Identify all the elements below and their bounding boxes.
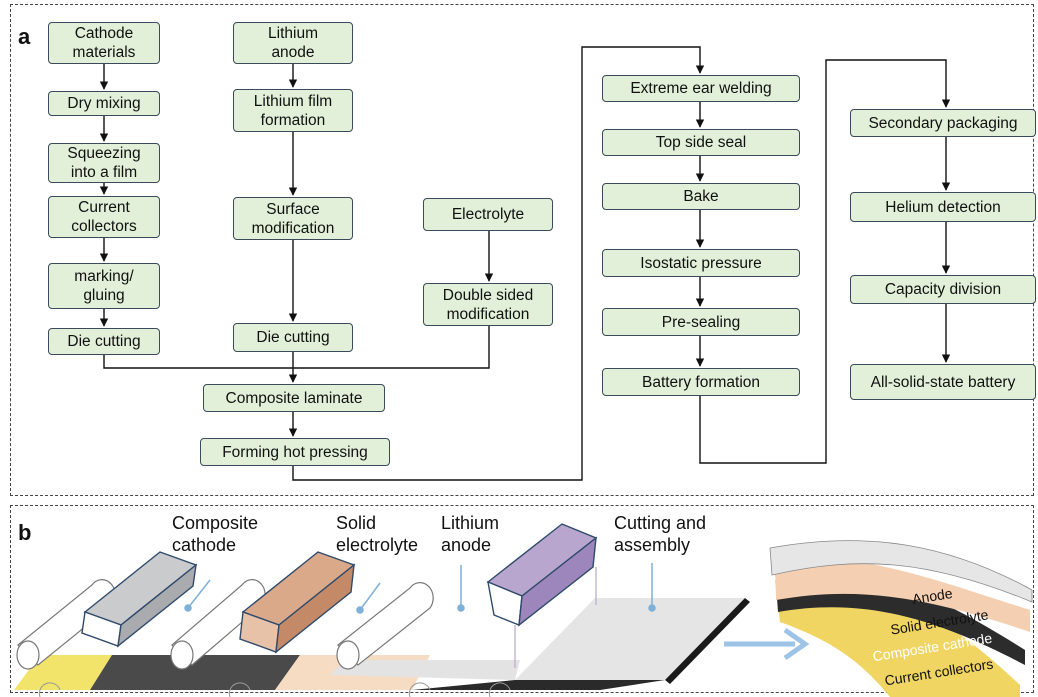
step-die-cutting-1: Die cutting [48,328,160,355]
step-forming-hot-pressing: Forming hot pressing [200,438,390,466]
step-label: Lithium anode [268,25,318,61]
step-label: Electrolyte [451,206,525,223]
step-label: Bake [683,188,719,205]
step-lithium-film: Lithium film formation [233,89,353,132]
step-label: Helium detection [885,198,1001,216]
step-label: Die cutting [67,333,141,350]
label-solid-electrolyte: Solid electrolyte [336,513,419,555]
anode-coater [486,523,598,668]
step-label: Capacity division [884,281,1002,298]
step-ear-welding: Extreme ear welding [602,75,800,102]
pointer-cathode-dot [184,604,192,612]
step-label: Current collectors [71,199,137,235]
pointer-cathode [187,579,211,609]
step-die-cutting-2: Die cutting [233,323,353,352]
merge-line [103,326,490,369]
arrow-forming-to-welding [292,46,705,481]
electrolyte-coater [239,551,356,654]
step-label: Die cutting [256,329,330,346]
anode-strip-2 [515,598,745,680]
cathode-coater [81,551,198,648]
step-dry-mixing: Dry mixing [48,91,160,116]
label-cutting-assembly: Cutting and assembly [614,513,707,555]
step-marking-gluing: marking/ gluing [48,263,160,309]
pointer-cutting-dot [648,604,656,612]
step-label: Isostatic pressure [640,254,762,272]
lower-roller-4 [488,682,511,697]
step-composite-laminate: Composite laminate [203,384,385,412]
step-lithium-anode: Lithium anode [233,22,353,64]
step-label: Lithium film formation [253,92,333,129]
arrow-formation-to-packaging [699,59,951,464]
cathode-strip [90,655,300,690]
step-label: marking/ gluing [74,268,134,304]
lower-roller-2 [228,682,251,697]
step-label: Cathode materials [72,25,136,61]
step-helium-detection: Helium detection [850,192,1036,222]
label-composite-cathode: Composite cathode [172,513,259,555]
anode-strip-1 [330,660,520,680]
step-label: All-solid-state battery [870,373,1016,391]
step-label: Double sided modification [442,286,534,323]
step-squeezing: Squeezing into a film [48,143,160,183]
step-label: Squeezing into a film [67,145,141,181]
panel-b-label: b [18,520,32,545]
step-label: Surface modification [251,200,335,237]
layer-solid-electrolyte [775,558,1030,632]
step-secondary-packaging: Secondary packaging [850,109,1036,137]
panel-a [10,4,1034,496]
step-bake: Bake [602,183,800,210]
battery-stack [769,540,1033,697]
step-capacity-division: Capacity division [850,275,1036,304]
process-arrow [724,627,810,661]
step-isostatic-pressure: Isostatic pressure [602,249,800,277]
step-pre-sealing: Pre-sealing [602,308,800,336]
label-lithium-anode: Lithium anode [441,513,500,555]
step-all-solid-state-battery: All-solid-state battery [850,364,1036,400]
layer-current-collectors [775,578,1020,697]
step-label: Pre-sealing [661,313,741,331]
pointer-anode-dot [457,604,465,612]
pointer-electrolyte-dot [356,606,364,614]
step-surface-modification: Surface modification [233,197,353,240]
step-electrolyte: Electrolyte [423,198,553,231]
step-label: Forming hot pressing [222,443,368,461]
lower-roller-1 [38,682,61,697]
layer-anode [769,540,1033,603]
roller-3 [336,582,434,670]
step-current-collectors: Current collectors [48,196,160,238]
step-label: Top side seal [655,134,747,151]
step-double-sided: Double sided modification [423,283,553,326]
pointer-electrolyte [359,582,381,611]
step-label: Extreme ear welding [630,80,772,97]
step-label: Composite laminate [225,389,363,407]
step-label: Battery formation [641,373,761,391]
panel-a-label: a [18,24,31,49]
step-battery-formation: Battery formation [602,368,800,396]
stack-base [412,680,665,690]
step-label: Dry mixing [67,95,141,112]
step-top-side-seal: Top side seal [602,129,800,156]
lower-roller-3 [408,682,431,697]
panel-b [10,505,1034,693]
anode-strip-edge [665,598,750,684]
step-label: Secondary packaging [868,114,1018,132]
step-cathode-materials: Cathode materials [48,22,160,64]
